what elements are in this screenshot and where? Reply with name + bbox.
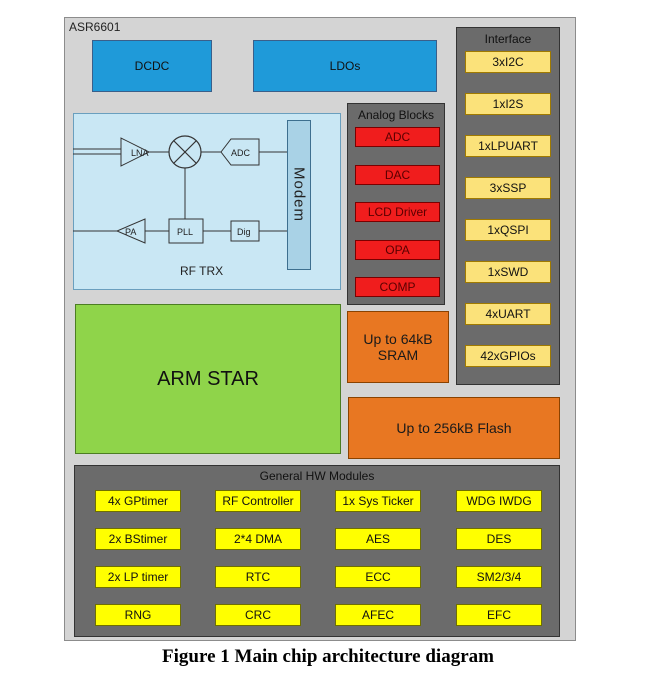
- analog-blocks-title: Analog Blocks: [357, 108, 435, 122]
- hw-module-dma: 2*4 DMA: [215, 528, 301, 550]
- interface-item-qspi: 1xQSPI: [465, 219, 551, 241]
- lna-triangle: [120, 137, 151, 167]
- rf-trx-label: RF TRX: [180, 264, 224, 278]
- hw-module-ecc: ECC: [335, 566, 421, 588]
- rf-trx-diagram: LNA ADC PA PLL Dig: [73, 135, 287, 244]
- hw-module-wdg-iwdg: WDG IWDG: [456, 490, 542, 512]
- dcdc-block: DCDC: [92, 40, 212, 92]
- hw-module-sys-ticker: 1x Sys Ticker: [335, 490, 421, 512]
- hw-module-aes: AES: [335, 528, 421, 550]
- interface-item-uart: 4xUART: [465, 303, 551, 325]
- interface-item-swd: 1xSWD: [465, 261, 551, 283]
- figure-caption: Figure 1 Main chip architecture diagram: [162, 646, 494, 667]
- interface-item-i2s: 1xI2S: [465, 93, 551, 115]
- hw-module-efc: EFC: [456, 604, 542, 626]
- hw-module-rtc: RTC: [215, 566, 301, 588]
- adc-label: ADC: [231, 148, 251, 158]
- interface-title: Interface: [484, 32, 532, 46]
- arm-star-core: ARM STAR: [75, 304, 341, 454]
- general-hw-title: General HW Modules: [259, 469, 375, 483]
- analog-item-dac: DAC: [355, 165, 440, 185]
- pa-triangle: [115, 218, 146, 244]
- sram-line2: SRAM: [377, 347, 419, 363]
- dig-label: Dig: [237, 227, 251, 237]
- interface-item-ssp: 3xSSP: [465, 177, 551, 199]
- hw-module-bstimer: 2x BStimer: [95, 528, 181, 550]
- hw-module-lp-timer: 2x LP timer: [95, 566, 181, 588]
- flash-block: Up to 256kB Flash: [348, 397, 560, 459]
- interface-item-i2c: 3xI2C: [465, 51, 551, 73]
- pll-label: PLL: [177, 227, 193, 237]
- hw-module-crc: CRC: [215, 604, 301, 626]
- interface-item-lpuart: 1xLPUART: [465, 135, 551, 157]
- hw-module-des: DES: [456, 528, 542, 550]
- sram-line1: Up to 64kB: [363, 331, 433, 347]
- hw-module-rf-controller: RF Controller: [215, 490, 301, 512]
- modem-block: Modem: [287, 120, 311, 270]
- hw-module-sm234: SM2/3/4: [456, 566, 542, 588]
- interface-panel: [456, 27, 560, 385]
- analog-item-opa: OPA: [355, 240, 440, 260]
- analog-item-lcd-driver: LCD Driver: [355, 202, 440, 222]
- pll-box: [168, 218, 204, 244]
- lna-label: LNA: [131, 148, 149, 158]
- hw-module-rng: RNG: [95, 604, 181, 626]
- analog-item-comp: COMP: [355, 277, 440, 297]
- hw-module-afec: AFEC: [335, 604, 421, 626]
- interface-item-gpios: 42xGPIOs: [465, 345, 551, 367]
- ldos-block: LDOs: [253, 40, 437, 92]
- pa-label: PA: [125, 227, 136, 237]
- hw-module-gptimer: 4x GPtimer: [95, 490, 181, 512]
- analog-item-adc: ADC: [355, 127, 440, 147]
- chip-name: ASR6601: [69, 20, 121, 34]
- sram-block: Up to 64kB SRAM: [347, 311, 449, 383]
